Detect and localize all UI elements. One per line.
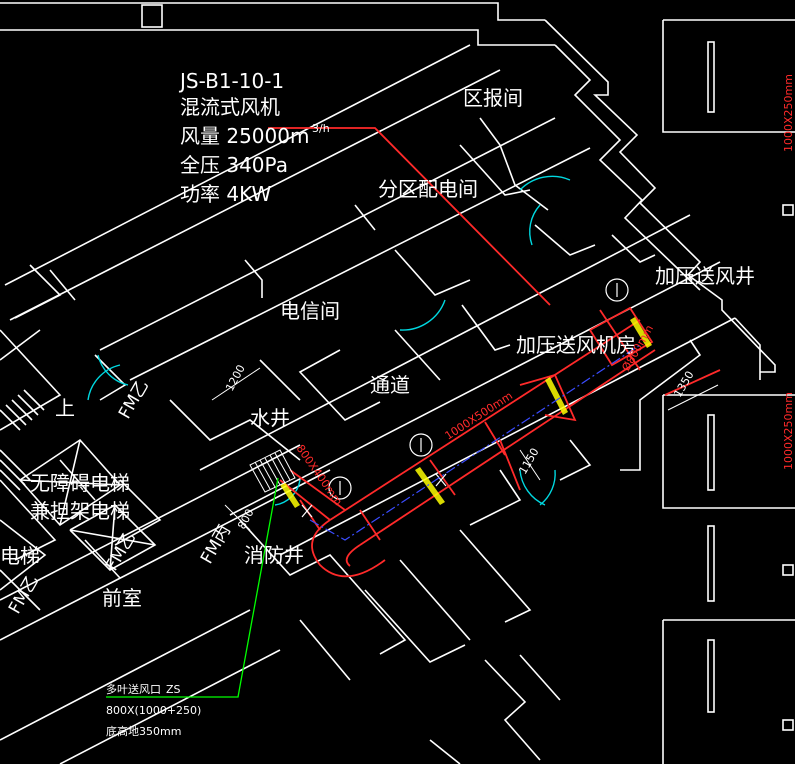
outlet-leader: [106, 477, 279, 698]
duct-connectors: [280, 317, 652, 508]
room-labels: 区报间 分区配电间 电信间 通道 加压送风井 加压送风机房 水井 消防井 前室 …: [0, 86, 755, 610]
room-front-room: 前室: [102, 586, 142, 610]
room-telecom: 电信间: [280, 299, 340, 323]
supply-duct: [268, 127, 721, 578]
door-swings: [87, 175, 571, 506]
right-side-labels: 1000X250mm 1000X250mm: [782, 74, 795, 470]
door-tag-2: FM乙: [102, 529, 140, 575]
equipment-airflow: 风量 25000m: [180, 124, 309, 148]
duct-main-label: 1000X500mm: [443, 389, 515, 442]
elevator-stretcher: 兼担架电梯: [30, 499, 130, 523]
right-label-bottom: 1000X250mm: [782, 392, 795, 470]
dimension-lines: [211, 367, 719, 531]
outlet-size: 800X(1000+250): [106, 704, 201, 717]
elevator-plain: 电梯: [0, 544, 40, 568]
equipment-airflow-unit: 3/h: [312, 122, 330, 135]
door-tag-3: FM丙: [197, 522, 235, 568]
door-tag-1: FM乙: [115, 377, 153, 423]
room-zone-power: 分区配电间: [378, 177, 478, 201]
outlet-title: 多叶送风口: [106, 682, 161, 696]
dampers: [301, 278, 629, 518]
stair-up: 上: [55, 396, 75, 420]
room-passage: 通道: [370, 373, 410, 397]
equipment-pressure: 全压 340Pa: [180, 153, 288, 177]
right-label-top: 1000X250mm: [782, 74, 795, 152]
elevator-accessible: 无障碍电梯: [30, 471, 130, 495]
room-pressurized-shaft: 加压送风井: [655, 264, 755, 288]
equipment-type: 混流式风机: [180, 95, 280, 119]
outlet-code: ZS: [166, 683, 181, 696]
room-water-shaft: 水井: [250, 406, 290, 430]
equipment-schedule: JS-B1-10-1 混流式风机 风量 25000m 3/h 全压 340Pa …: [178, 69, 330, 206]
room-zone-alarm: 区报间: [463, 86, 523, 110]
dim-1200: 1200: [223, 363, 248, 394]
equipment-id: JS-B1-10-1: [178, 69, 284, 93]
duct-centerline: [309, 344, 641, 541]
outlet-grille: [249, 449, 296, 493]
outlet-height: 底高地350mm: [106, 724, 181, 738]
room-fire-shaft: 消防井: [244, 543, 304, 567]
room-fan-room: 加压送风机房: [516, 333, 636, 357]
outlet-note: 多叶送风口 ZS 800X(1000+250) 底高地350mm: [106, 682, 201, 738]
equipment-power: 功率 4KW: [180, 182, 271, 206]
